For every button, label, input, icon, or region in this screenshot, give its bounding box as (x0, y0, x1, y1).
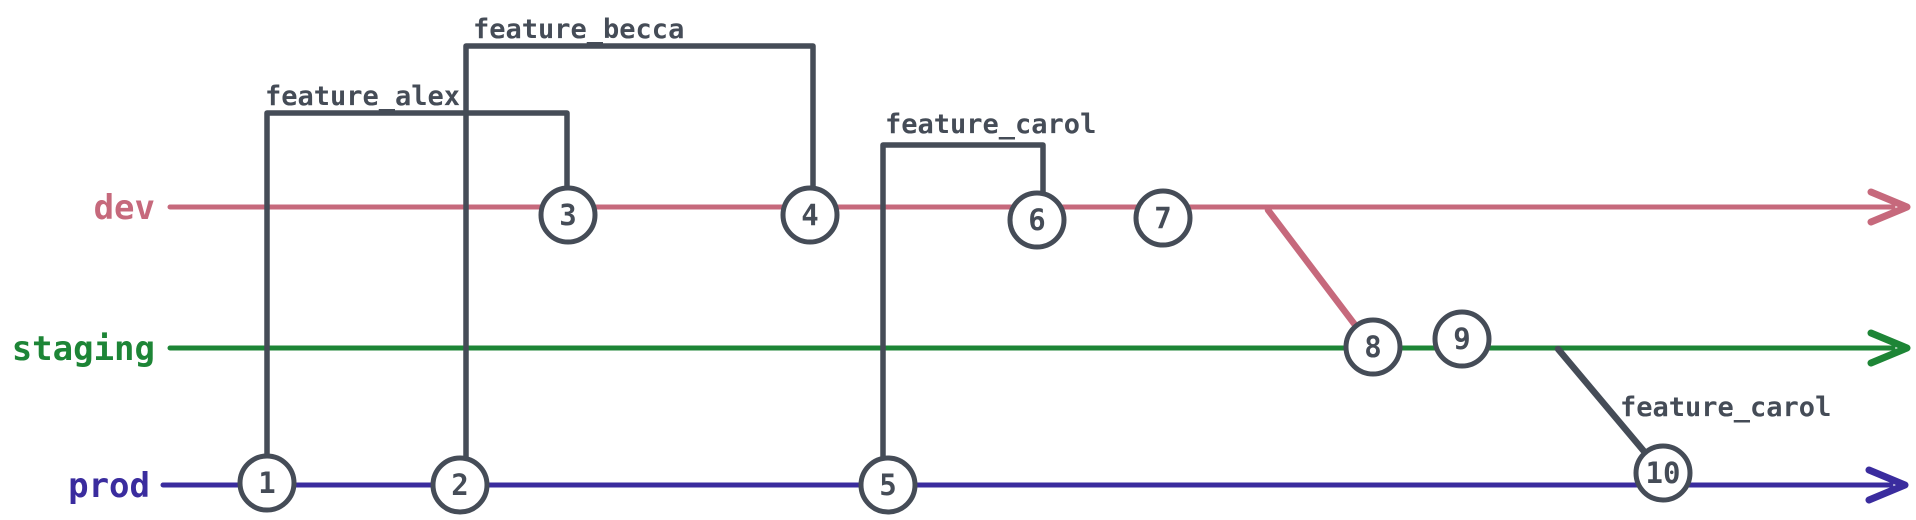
branch-label-dev: dev (94, 188, 155, 228)
commit-node-9 (1432, 309, 1492, 369)
commit-node-3 (538, 185, 598, 245)
commit-number-10: 10 (1646, 456, 1681, 490)
feature-label-feature_carol: feature_carol (885, 109, 1096, 140)
dev-arrowhead-icon (1867, 188, 1911, 226)
commit-number-1: 1 (258, 466, 275, 500)
commit-node-4 (780, 185, 840, 245)
commit-node-7 (1133, 188, 1193, 248)
feature-label-feature_becca: feature_becca (473, 14, 684, 45)
commit-node-1 (237, 453, 297, 513)
commit-number-4: 4 (801, 198, 818, 232)
commit-node-10 (1633, 443, 1693, 503)
staging-to-prod-merge (1554, 345, 1662, 472)
branch-label-staging: staging (12, 329, 155, 369)
commit-number-6: 6 (1028, 203, 1045, 237)
commit-node-5 (858, 455, 918, 515)
dev-to-staging-merge (1264, 206, 1372, 346)
commit-number-8: 8 (1364, 330, 1381, 364)
commit-node-6 (1007, 190, 1067, 250)
branch-label-prod: prod (68, 466, 150, 506)
commit-node-8 (1343, 317, 1403, 377)
commit-number-5: 5 (879, 468, 896, 502)
feature-branch-path-feature_alex (264, 110, 570, 460)
prod-arrowhead-icon (1865, 466, 1909, 504)
commit-number-9: 9 (1453, 322, 1470, 356)
feature-branch-path-feature_carol (880, 142, 1046, 461)
feature-label-feature_alex: feature_alex (265, 81, 460, 112)
commit-number-3: 3 (559, 198, 576, 232)
staging-arrowhead-icon (1867, 329, 1911, 367)
commit-node-2 (430, 455, 490, 515)
merge-label-staging-to-prod-merge: feature_carol (1620, 392, 1831, 423)
commit-number-2: 2 (451, 468, 468, 502)
commit-number-7: 7 (1154, 201, 1171, 235)
feature-branch-path-feature_becca (463, 43, 816, 462)
